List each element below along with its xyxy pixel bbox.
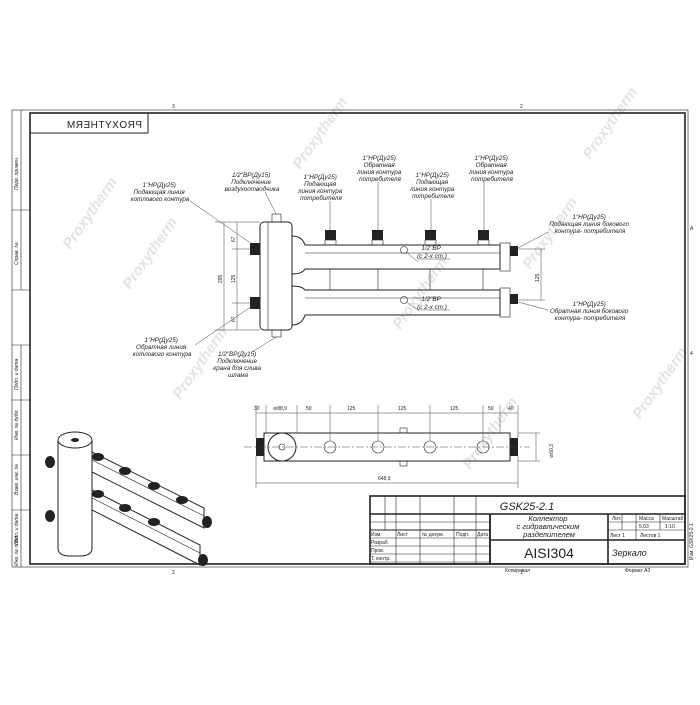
front-view bbox=[250, 213, 518, 338]
side-stamp: Перв. примен. Справ. № Подп. и дата Инв.… bbox=[12, 110, 30, 567]
tb-header: Подп. bbox=[456, 532, 469, 538]
inner-frame bbox=[29, 112, 686, 565]
dim-height: ⊘60,3 bbox=[549, 444, 555, 458]
plan-dim: 125 bbox=[450, 406, 459, 412]
drawing-code: GSK25-2.1 bbox=[500, 501, 554, 513]
zone-marker: 4 bbox=[690, 351, 693, 357]
watermark: Proxytherm bbox=[59, 174, 121, 252]
thread-hole bbox=[400, 246, 408, 254]
callout-consumer-supply-2: 1"НР(Ду25) Подающая линия контура потреб… bbox=[409, 172, 456, 200]
tb-header: Лист bbox=[397, 532, 409, 538]
tb-role: Пров. bbox=[371, 548, 384, 554]
callout-side-supply: 1"НР(Ду25) Подающая линия бокового конту… bbox=[549, 214, 630, 235]
callout-consumer-return-2: 1"НР(Ду25) Обратная линия контура потреб… bbox=[468, 155, 515, 183]
tb-mass-label: Масса bbox=[639, 516, 654, 522]
callout-consumer-return-1: 1"НР(Ду25) Обратная линия контура потреб… bbox=[356, 155, 403, 183]
tb-role: Т. контр. bbox=[371, 556, 391, 562]
watermark: Proxytherm bbox=[579, 84, 641, 162]
zone-marker: 1 bbox=[520, 570, 523, 576]
boiler-supply-port bbox=[250, 243, 260, 255]
plan-dimensions: 30 ⊘88,9 50 125 125 125 50 40 648,9 ⊘60,… bbox=[254, 405, 555, 488]
format-label: Формат А3 bbox=[625, 568, 650, 574]
tb-sheets: Листов 1 bbox=[640, 533, 661, 539]
side-stamp-label: Инв. № подл. bbox=[14, 535, 20, 566]
dim-295: 295 bbox=[218, 274, 224, 283]
plan-view bbox=[244, 427, 530, 467]
air-vent-port bbox=[271, 213, 282, 223]
dim-67-bottom: 67 bbox=[231, 316, 237, 322]
plan-dim: 50 bbox=[306, 406, 312, 412]
mirror-label: Зеркало bbox=[612, 548, 647, 558]
side-stamp-label: Взам. инв. № bbox=[14, 463, 20, 495]
watermark: Proxytherm bbox=[389, 254, 451, 332]
plan-dim: 125 bbox=[398, 406, 407, 412]
callout-drain: 1/2"ВР(Ду15) Подключение крана для слива… bbox=[213, 351, 262, 379]
watermark: Proxytherm bbox=[289, 94, 351, 172]
consumer-port bbox=[325, 230, 336, 240]
side-stamp-label: Инв. № дубл. bbox=[14, 409, 20, 440]
side-stamp-label: Подп. и дата bbox=[14, 513, 20, 545]
dim-125-left: 125 bbox=[231, 274, 237, 283]
material: AISI304 bbox=[524, 545, 574, 561]
scale-value: 1:10 bbox=[665, 524, 675, 530]
tb-role: Разраб. bbox=[371, 540, 389, 546]
copy-label: Копировал bbox=[505, 568, 530, 574]
side-supply-port bbox=[510, 246, 518, 256]
tb-header: Дата bbox=[477, 532, 488, 538]
plan-dim: 125 bbox=[347, 406, 356, 412]
isometric-view bbox=[45, 431, 212, 566]
zone-marker: 2 bbox=[520, 104, 523, 110]
tb-scale-label: Масштаб bbox=[662, 516, 684, 522]
thread-hole bbox=[400, 296, 408, 304]
consumer-port bbox=[372, 230, 383, 240]
callout-consumer-supply-1: 1"НР(Ду25) Подающая линия контура потреб… bbox=[297, 174, 344, 202]
zone-marker: 2 bbox=[172, 570, 175, 576]
zone-marker: A bbox=[690, 226, 694, 232]
callout-boiler-return: 1"НР(Ду25) Обратная линия котлового конт… bbox=[133, 337, 192, 358]
upper-header-pipe bbox=[291, 235, 501, 275]
plan-dim: 30 bbox=[254, 406, 260, 412]
boiler-return-port bbox=[250, 297, 260, 309]
dim-67-top: 67 bbox=[231, 236, 237, 242]
side-return-port bbox=[510, 294, 518, 304]
mass-value: 5.03 bbox=[639, 524, 649, 530]
title-block: Изм. Лист № докум. Подп. Дата Разраб. Пр… bbox=[369, 495, 695, 574]
watermark: Proxytherm bbox=[119, 214, 181, 292]
vertical-code: Изм. GSK25-2.1 bbox=[689, 523, 695, 560]
brand-logo-text: PROXYTHERM bbox=[66, 120, 142, 131]
dim-length: 648,9 bbox=[378, 476, 391, 482]
consumer-port bbox=[425, 230, 436, 240]
outer-frame bbox=[11, 109, 689, 568]
side-stamp-label: Подп. и дата bbox=[14, 358, 20, 390]
front-dimensions: 295 67 125 67 125 bbox=[215, 221, 545, 331]
callouts: 1"НР(Ду25) Подающая линия котлового конт… bbox=[131, 155, 630, 379]
tb-sheet: Лист 1 bbox=[610, 533, 625, 539]
side-stamp-label: Справ. № bbox=[14, 242, 20, 265]
watermark: Proxytherm bbox=[629, 344, 691, 422]
side-stamp-label: Перв. примен. bbox=[14, 157, 20, 190]
plan-dim: ⊘88,9 bbox=[273, 406, 287, 412]
watermarks: Proxytherm Proxytherm Proxytherm Proxyth… bbox=[59, 84, 691, 472]
iso-lower-header bbox=[91, 489, 201, 566]
drain-port bbox=[271, 329, 282, 338]
zone-marker: 3 bbox=[172, 104, 175, 110]
consumer-port bbox=[478, 230, 489, 240]
plan-dim: 50 bbox=[488, 406, 494, 412]
tb-header: № докум. bbox=[422, 532, 444, 538]
dim-125-right: 125 bbox=[535, 273, 541, 282]
plan-dim: 40 bbox=[508, 406, 514, 412]
tb-header: Изм. bbox=[371, 532, 382, 538]
iso-upper-header bbox=[91, 451, 205, 529]
callout-side-return: 1"НР(Ду25) Обратная линия бокового конту… bbox=[550, 301, 630, 322]
callout-thread-lower: 1/2"ВР (с 2-х ст.) bbox=[417, 296, 447, 311]
brand-box bbox=[29, 112, 149, 134]
tb-lit-label: Лит. bbox=[612, 516, 621, 522]
drawing-name: Коллектор с гидравлическим разделителем bbox=[517, 514, 582, 539]
callout-thread-upper: 1/2"ВР (с 2-х ст.) bbox=[417, 245, 447, 260]
callout-boiler-supply: 1"НР(Ду25) Подающая линия котлового конт… bbox=[131, 182, 190, 203]
callout-air-vent: 1/2"ВР(Ду15) Подключение воздухоотводчик… bbox=[225, 172, 280, 193]
separator-body bbox=[259, 221, 293, 331]
